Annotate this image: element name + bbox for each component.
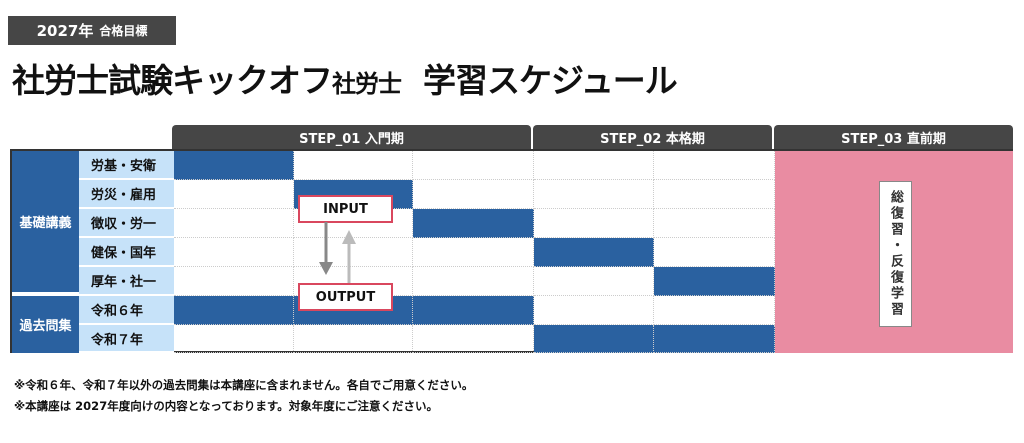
schedule-cell xyxy=(413,325,534,353)
input-label: INPUT xyxy=(298,195,393,223)
step-01-header: STEP_01 入門期 xyxy=(172,125,531,149)
schedule-cell xyxy=(654,238,775,267)
schedule-cell xyxy=(534,180,654,209)
step-02-header: STEP_02 本格期 xyxy=(533,125,772,149)
schedule-cell xyxy=(534,209,654,238)
subject-label: 徴収・労一 xyxy=(79,209,174,238)
group-basic-lectures: 基礎講義 xyxy=(12,151,79,294)
schedule-cell xyxy=(174,209,294,238)
title-main: 社労士試験キックオフ xyxy=(12,61,333,100)
schedule-cell xyxy=(294,238,413,267)
schedule-grid: 基礎講義過去問集 労基・安衛労災・雇用徴収・労一健保・国年厚年・社一令和６年令和７… xyxy=(10,149,1013,353)
subject-label: 健保・国年 xyxy=(79,238,174,267)
schedule-cell xyxy=(174,325,294,353)
schedule-cell xyxy=(534,151,654,180)
badge-label: 合格目標 xyxy=(99,24,148,38)
title-sub: 社労士 xyxy=(332,70,402,98)
badge-year: 2027年 xyxy=(36,22,94,40)
arrow-down-icon xyxy=(319,222,333,275)
subject-label: 令和７年 xyxy=(79,325,174,353)
schedule-cell xyxy=(294,151,413,180)
schedule-cell xyxy=(534,296,654,325)
arrow-up-icon xyxy=(342,230,356,283)
title-schedule: 学習スケジュール xyxy=(423,61,678,100)
schedule-bar xyxy=(534,325,654,353)
schedule-cell xyxy=(174,180,294,209)
schedule-bar xyxy=(413,296,534,325)
schedule-bar xyxy=(174,296,294,325)
schedule-cell xyxy=(413,151,534,180)
schedule-cell xyxy=(654,209,775,238)
schedule-cell xyxy=(294,209,413,238)
schedule-bar xyxy=(654,325,775,353)
group-past-exams: 過去問集 xyxy=(12,296,79,353)
schedule-bar xyxy=(413,209,534,238)
schedule-cell xyxy=(174,267,294,296)
subject-label: 令和６年 xyxy=(79,296,174,325)
schedule-bar xyxy=(654,267,775,296)
step-03-header: STEP_03 直前期 xyxy=(774,125,1013,149)
output-label: OUTPUT xyxy=(298,283,393,311)
input-output-cycle-arrows xyxy=(319,222,356,283)
note-1: ※令和６年、令和７年以外の過去問集は本講座に含まれません。各自でご用意ください。 xyxy=(14,378,474,392)
subject-label: 労基・安衛 xyxy=(79,151,174,180)
note-2: ※本講座は 2027年度向けの内容となっております。対象年度にご注意ください。 xyxy=(14,399,439,413)
schedule-cell xyxy=(534,267,654,296)
schedule-cell xyxy=(654,180,775,209)
subject-label: 労災・雇用 xyxy=(79,180,174,209)
schedule-cell xyxy=(294,325,413,353)
target-year-badge: 2027年 合格目標 xyxy=(8,16,176,45)
review-label: 総復習・反復学習 xyxy=(879,181,912,327)
subject-label: 厚年・社一 xyxy=(79,267,174,296)
schedule-cell xyxy=(174,238,294,267)
schedule-bar xyxy=(534,238,654,267)
page-title: 社労士試験キックオフ 社労士 学習スケジュール xyxy=(12,54,678,102)
schedule-bar xyxy=(174,151,294,180)
schedule-cell xyxy=(654,151,775,180)
schedule-cell xyxy=(413,180,534,209)
schedule-cell xyxy=(413,238,534,267)
schedule-cell xyxy=(413,267,534,296)
schedule-cell xyxy=(654,296,775,325)
